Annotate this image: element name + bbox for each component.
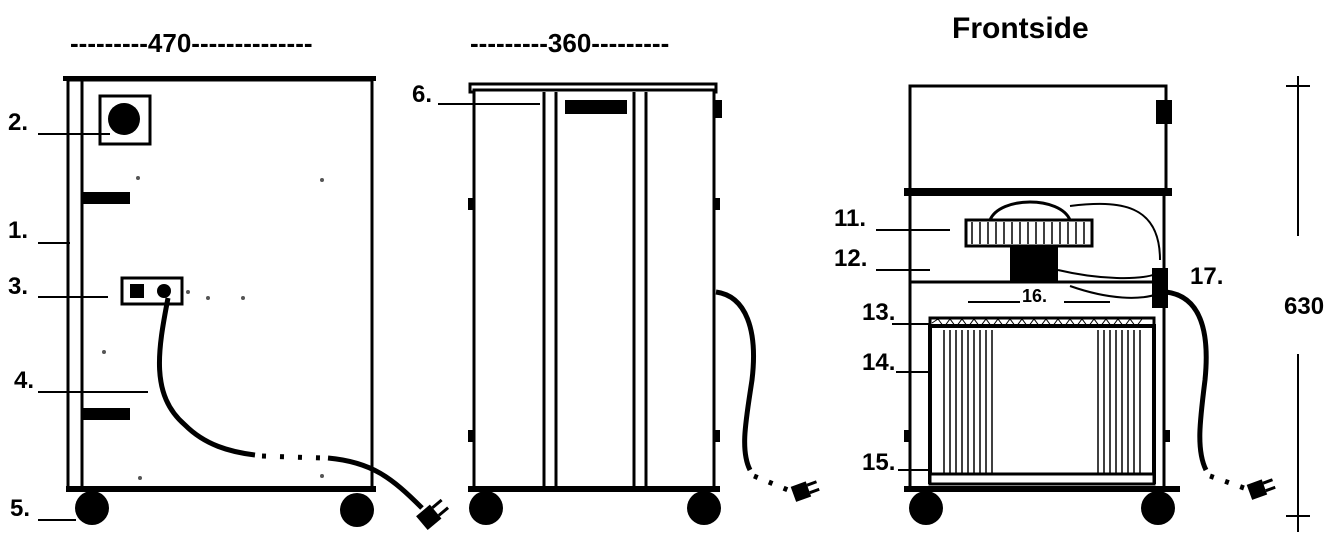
power-cable-end: [327, 455, 424, 510]
front-cable: [1165, 289, 1209, 472]
label-6: 6.: [412, 81, 432, 108]
back-view: [438, 82, 820, 525]
bottom-rail: [66, 486, 376, 492]
label-4: 4.: [14, 367, 34, 394]
middle-rail: [904, 188, 1172, 196]
front-plug: [1246, 478, 1276, 500]
upper-handle: [82, 192, 130, 204]
label-16: 16.: [1022, 286, 1047, 306]
label-1: 1.: [8, 217, 28, 244]
label-13: 13.: [862, 299, 895, 326]
back-bottom-rail: [468, 486, 720, 492]
dimension-width-back: ---------360---------: [470, 28, 669, 58]
fan-circle: [108, 103, 140, 135]
frame-column: [66, 78, 84, 492]
back-panel: [472, 88, 716, 492]
switch-box: [120, 276, 184, 306]
front-cable-dotted: [1209, 473, 1245, 491]
upper-knob: [1156, 100, 1172, 124]
upper-cabinet: [908, 84, 1168, 194]
wheel-left: [75, 491, 109, 525]
label-15: 15.: [862, 449, 895, 476]
back-plug: [790, 480, 820, 502]
lower-handle: [82, 408, 130, 420]
label-12: 12.: [834, 245, 867, 272]
power-socket: [157, 284, 171, 298]
label-11: 11.: [834, 205, 866, 232]
label-14: 14.: [862, 349, 895, 376]
back-handle: [565, 100, 627, 114]
filter-cartridge: [928, 324, 1156, 484]
power-switch: [130, 284, 144, 298]
label-3: 3.: [8, 273, 28, 300]
back-cable-dotted: [753, 473, 789, 493]
connector-box: [1152, 268, 1168, 308]
view-title: Frontside: [952, 12, 1089, 45]
motor: [1010, 246, 1058, 282]
label-5: 5.: [10, 495, 30, 522]
wheel-right: [340, 493, 374, 527]
front-view: [876, 76, 1310, 532]
dimension-width-side: ---------470--------------: [70, 28, 313, 58]
label-17: 17.: [1190, 263, 1223, 290]
side-view: [38, 76, 450, 531]
filter-bottom-bar: [928, 472, 1156, 486]
label-2: 2.: [8, 109, 28, 136]
fan-wheel: [964, 218, 1094, 248]
back-cable: [715, 289, 756, 472]
dimension-height: 630: [1284, 293, 1324, 320]
power-cable: [156, 297, 256, 458]
front-bottom-rail: [904, 486, 1180, 492]
power-plug: [416, 498, 450, 531]
